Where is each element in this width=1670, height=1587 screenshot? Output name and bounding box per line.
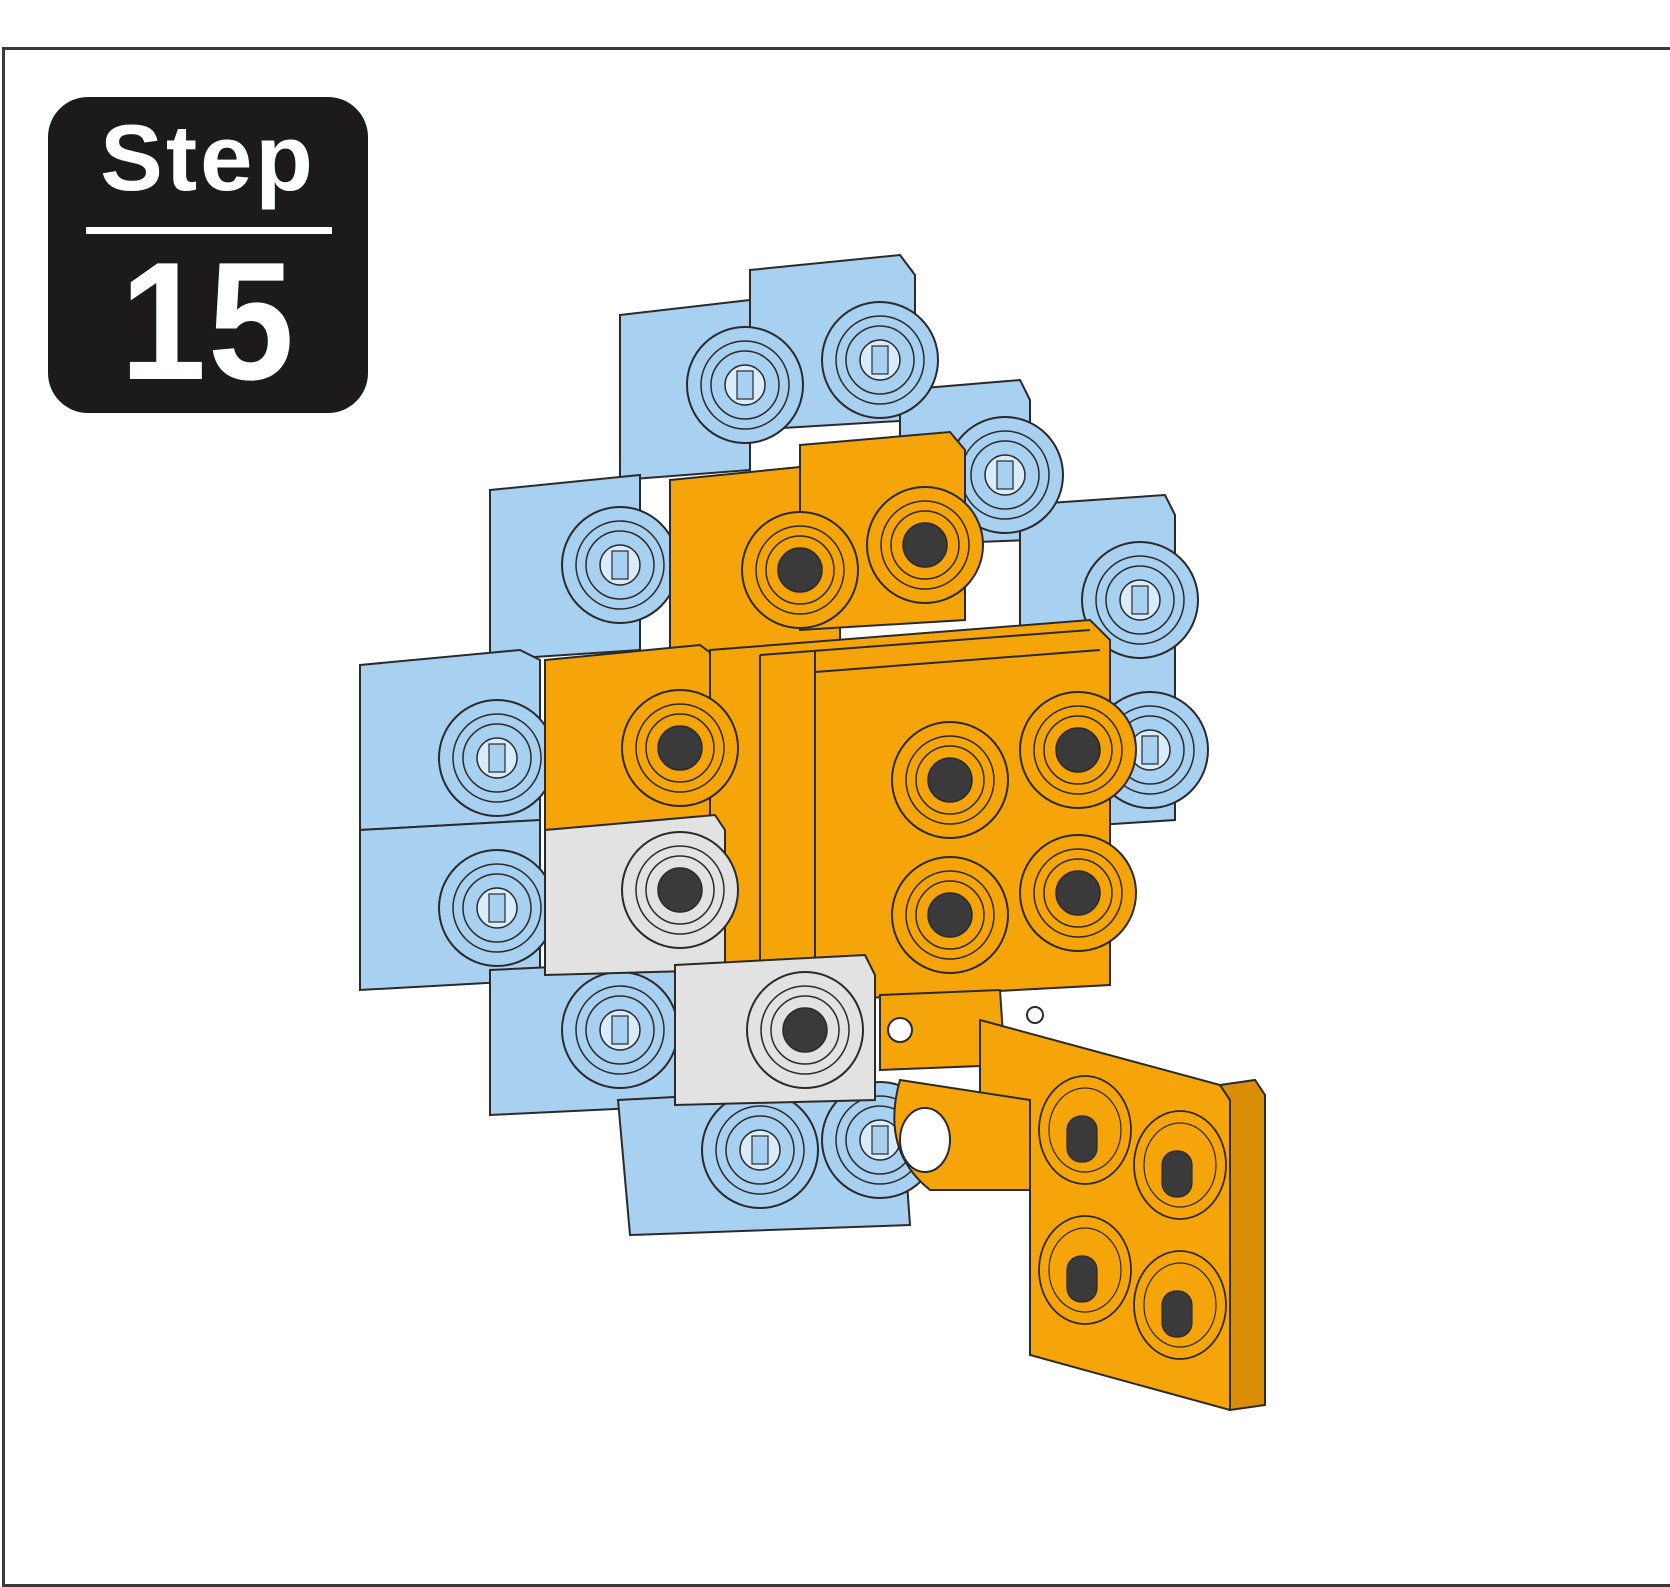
brick-model-illustration	[0, 0, 1670, 1576]
